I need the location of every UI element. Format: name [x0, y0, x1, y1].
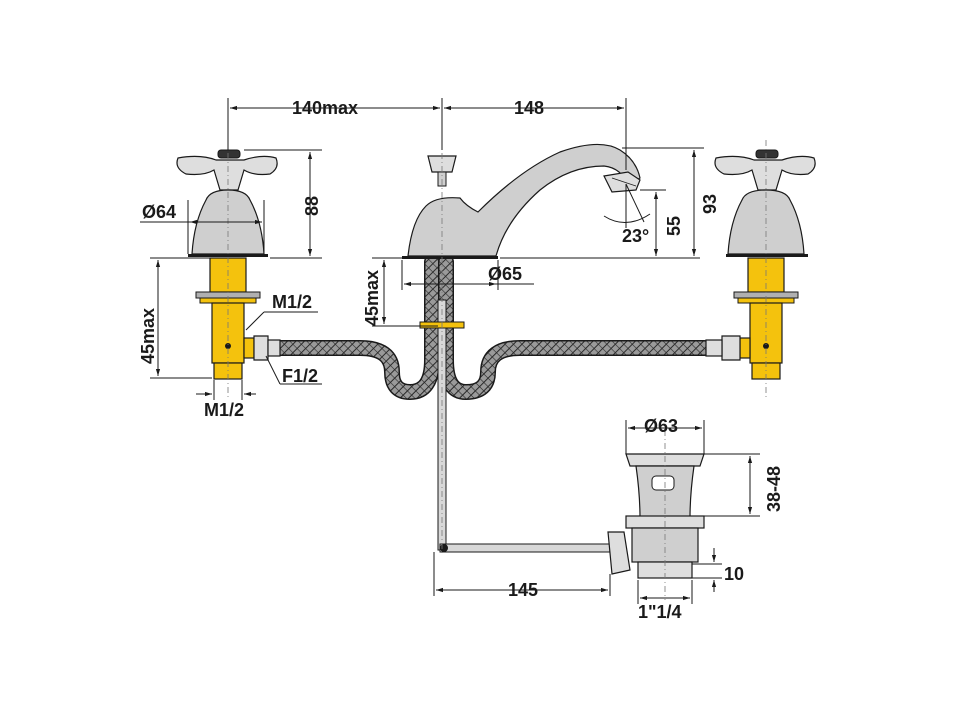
dim-spout-shank: 45max [362, 270, 382, 326]
dim-handle-diameter: Ø64 [142, 202, 176, 222]
cross-handle-icon [176, 149, 278, 191]
dim-waste-range: 38-48 [764, 466, 784, 512]
dim-shank-length-left: 45max [138, 308, 158, 364]
dim-spout-height: 93 [700, 194, 720, 214]
dim-outlet-height: 55 [664, 216, 684, 236]
dim-spout-base-diameter: Ø65 [488, 264, 522, 284]
dim-spout-reach: 148 [514, 98, 544, 118]
dim-waste-diameter: Ø63 [644, 416, 678, 436]
dim-thread-top: M1/2 [272, 292, 312, 312]
dim-spout-angle: 23° [622, 226, 649, 246]
dim-handle-reach: 140max [292, 98, 358, 118]
center-lines [227, 140, 767, 600]
dim-thread-bottom: M1/2 [204, 400, 244, 420]
dim-waste-tail: 10 [724, 564, 744, 584]
dimension-lines [140, 98, 760, 604]
flexible-hoses [270, 254, 712, 401]
dim-waste-thread: 1"1/4 [638, 602, 682, 622]
dim-connector: F1/2 [282, 366, 318, 386]
cross-handle-icon [714, 149, 816, 191]
dimension-labels: 140max 148 88 Ø64 45max M1/2 F1/2 M1/2 Ø… [138, 98, 784, 622]
right-valve [705, 149, 816, 380]
dim-pullrod-length: 145 [508, 580, 538, 600]
left-valve [176, 149, 281, 380]
dim-handle-height: 88 [302, 196, 322, 216]
pop-up-waste-icon [439, 453, 705, 579]
